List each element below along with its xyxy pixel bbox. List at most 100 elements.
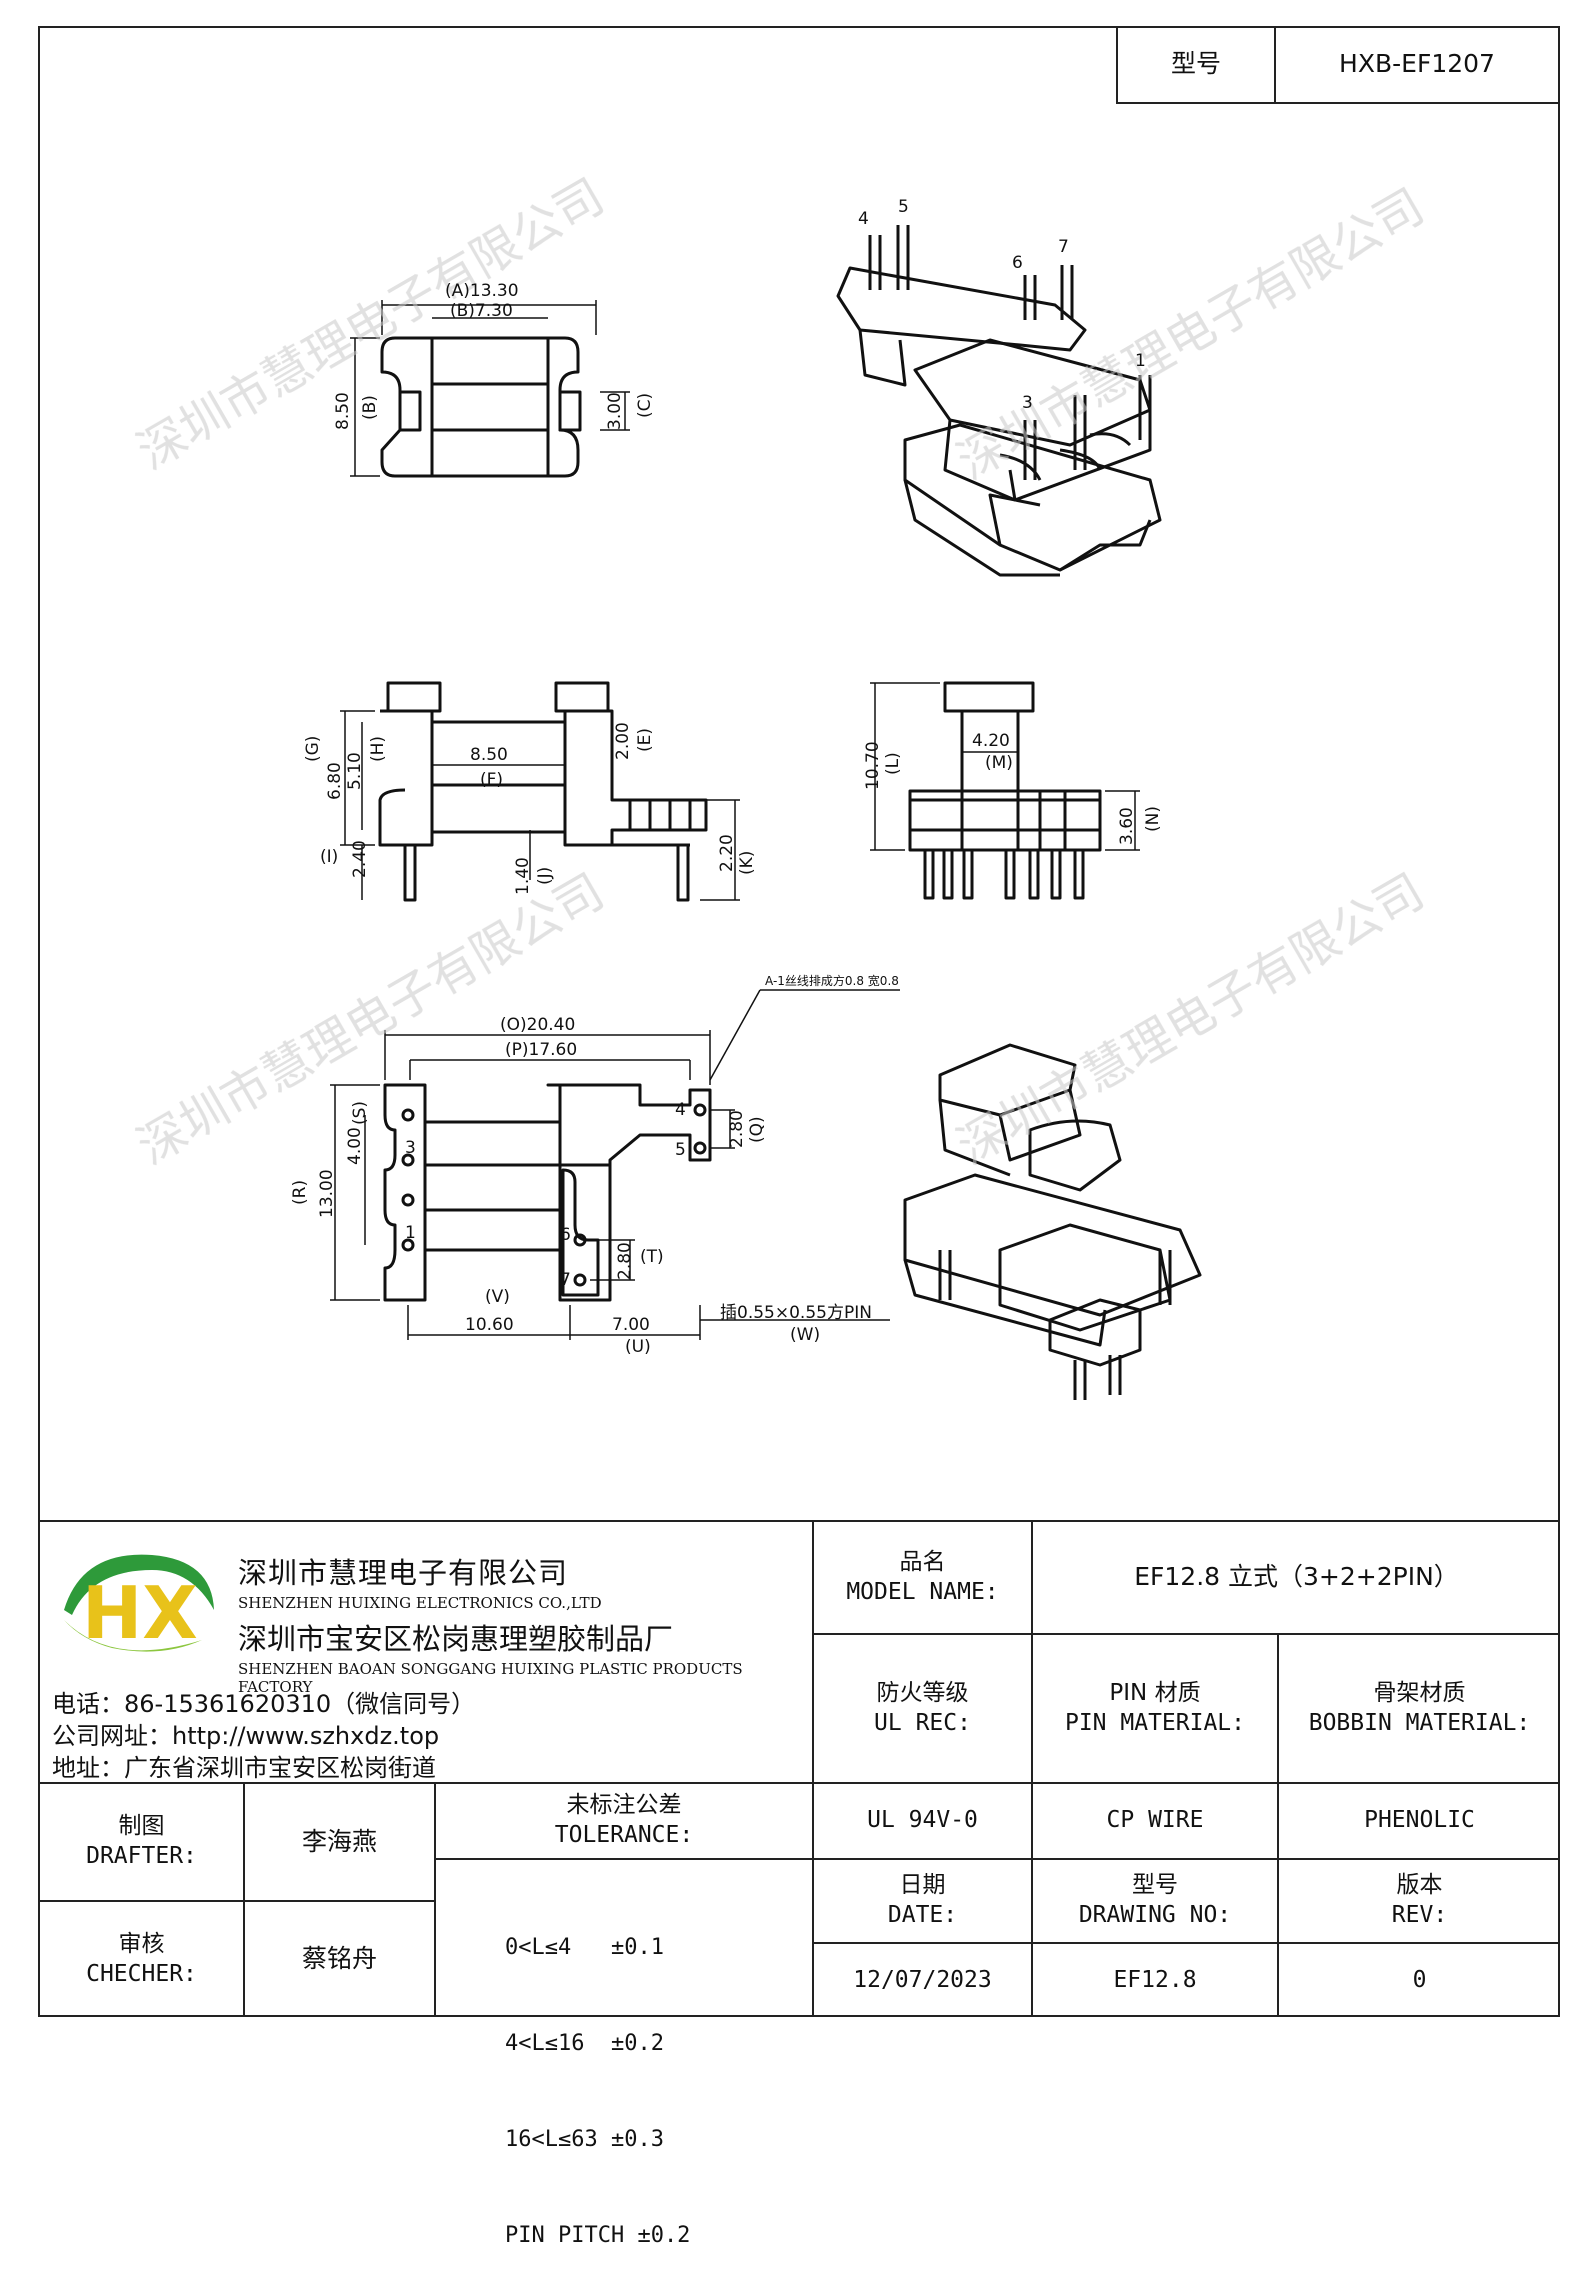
tolerance-line: 4<L≤16 ±0.2 [505,2031,664,2056]
drawing-no-value: EF12.8 [1113,1966,1197,1993]
drafter-en: DRAFTER: [86,1843,197,1869]
date-label: 日期 DATE: [814,1860,1031,1942]
dim-g: 6.80 [325,762,345,800]
ul-value: UL 94V-0 [867,1807,978,1834]
ul-rec-en: UL REC: [874,1709,971,1736]
model-name-en: MODEL NAME: [846,1578,999,1605]
tolerance-label: 未标注公差 TOLERANCE: [436,1784,812,1858]
dim-s: 4.00 [345,1127,365,1165]
bobbin-material-value: PHENOLIC [1364,1807,1475,1834]
dim-r: 13.00 [317,1169,337,1218]
dim-o: (O)20.40 [500,1015,575,1035]
company-address: 地址：广东省深圳市宝安区松岗街道 [52,1754,436,1782]
factory-name-cn: 深圳市宝安区松岗惠理塑胶制品厂 [238,1622,674,1656]
tolerance-line: PIN PITCH ±0.2 [505,2223,691,2248]
drafter-cn: 制图 [118,1813,165,1840]
dim-i-tag: (I) [320,847,338,867]
dim-s-tag: (S) [350,1101,370,1125]
date-cn: 日期 [899,1872,946,1899]
rev-value: 0 [1412,1966,1427,1993]
company-website: 公司网址：http://www.szhxdz.top [52,1722,440,1750]
drafter-name: 李海燕 [301,1826,377,1856]
dim-v-tag: (V) [485,1287,510,1307]
rev-en: REV: [1391,1902,1448,1928]
dim-g-tag: (G) [303,736,323,762]
dim-q: 2.80 [727,1110,747,1148]
pin-label: 4 [675,1100,686,1120]
company-logo: HX [64,1554,214,1655]
iso-bottom-view [903,1043,1202,1400]
dim-f-tag: (F) [480,770,503,790]
model-name-label: 品名 MODEL NAME: [814,1522,1031,1633]
header-model-box: 型号 HXB-EF1207 [1116,26,1560,104]
header-model-label: 型号 [1118,26,1276,102]
tolerance-en: TOLERANCE: [554,1822,694,1848]
dim-j: 1.40 [513,857,533,895]
pin-label: 5 [898,197,909,217]
dim-top-height: 8.50 [333,392,353,430]
pin-label: 1 [1135,351,1146,371]
pin-label: 3 [1022,393,1033,413]
company-name-en: SHENZHEN HUIXING ELECTRONICS CO.,LTD [238,1594,602,1612]
pin-label: 6 [1012,253,1023,273]
logo-text: HX [82,1571,198,1655]
pin-material-label: PIN 材质 PIN MATERIAL: [1033,1635,1277,1782]
factory-name-en: SHENZHEN BAOAN SONGGANG HUIXING PLASTIC … [238,1660,743,1696]
model-name-value: EF12.8 立式（3+2+2PIN） [1134,1562,1459,1592]
dim-h: 5.10 [345,752,365,790]
dim-n-tag: (N) [1143,806,1163,832]
checker-name: 蔡铭舟 [301,1944,377,1974]
iso-top-view [836,225,1162,577]
pin-label: 4 [858,209,869,229]
drawing-canvas: 深圳市慧理电子有限公司 深圳市慧理电子有限公司 深圳市慧理电子有限公司 深圳市慧… [128,168,1433,1400]
tolerance-cn: 未标注公差 [566,1792,682,1819]
company-phone: 电话：86-15361620310（微信同号） [52,1690,476,1718]
logo-swoosh [64,1554,214,1615]
dim-k-tag: (K) [737,851,757,875]
dim-q-tag: (Q) [747,1116,767,1143]
drawing-no-cn: 型号 [1132,1872,1178,1899]
watermark-1: 深圳市慧理电子有限公司 [128,168,613,481]
ul-rec-cn: 防火等级 [876,1679,969,1706]
dim-n: 3.60 [1117,807,1137,845]
company-info: HX 深圳市慧理电子有限公司 SHENZHEN HUIXING ELECTRON… [40,1522,810,1784]
dim-b: (B)7.30 [450,301,513,321]
pin-material-value: CP WIRE [1106,1807,1204,1834]
title-block [38,1520,1560,2017]
rev-cn: 版本 [1396,1872,1443,1899]
bobbin-material-label: 骨架材质 BOBBIN MATERIAL: [1279,1635,1560,1782]
dim-h-tag: (H) [368,736,388,762]
dim-t-tag: (T) [640,1247,664,1267]
dim-note: A-1丝线排成方0.8 宽0.8 [765,973,899,988]
dim-w-tag: (W) [790,1325,820,1345]
date-en: DATE: [887,1902,958,1928]
dim-m-tag: (M) [985,753,1013,773]
company-name-cn: 深圳市慧理电子有限公司 [238,1556,569,1590]
dim-c: 3.00 [605,392,625,430]
dim-j-tag: (J) [535,867,555,885]
dim-u: 7.00 [612,1315,650,1335]
dim-w: 插0.55×0.55方PIN [720,1303,872,1323]
pin-material-cn: PIN 材质 [1109,1679,1201,1706]
drafter-label: 制图 DRAFTER: [40,1784,243,1900]
dim-f: 8.50 [470,745,508,765]
tolerance-list: 0<L≤4 ±0.1 4<L≤16 ±0.2 16<L≤63 ±0.3 PIN … [505,1868,805,2284]
dim-k: 2.20 [717,834,737,872]
drawing-no-label: 型号 DRAWING NO: [1033,1860,1277,1942]
dim-i: 2.40 [350,840,370,878]
dim-a: (A)13.30 [445,281,519,301]
checker-label: 审核 CHECHER: [40,1902,243,2017]
watermark-group: 深圳市慧理电子有限公司 深圳市慧理电子有限公司 深圳市慧理电子有限公司 深圳市慧… [128,168,1433,1176]
pin-label: 7 [1058,237,1069,257]
tolerance-line: 16<L≤63 ±0.3 [505,2127,664,2152]
pin-material-en: PIN MATERIAL: [1064,1709,1245,1736]
dim-c-tag: (C) [635,393,655,418]
drawing-no-en: DRAWING NO: [1078,1902,1232,1928]
drawing-frame [38,26,1560,2017]
model-name-cn: 品名 [899,1548,946,1575]
dim-m: 4.20 [972,731,1010,751]
front-view [340,681,740,902]
dim-t: 2.80 [615,1242,635,1280]
checker-cn: 审核 [118,1930,165,1957]
pin-label: 1 [405,1223,416,1243]
